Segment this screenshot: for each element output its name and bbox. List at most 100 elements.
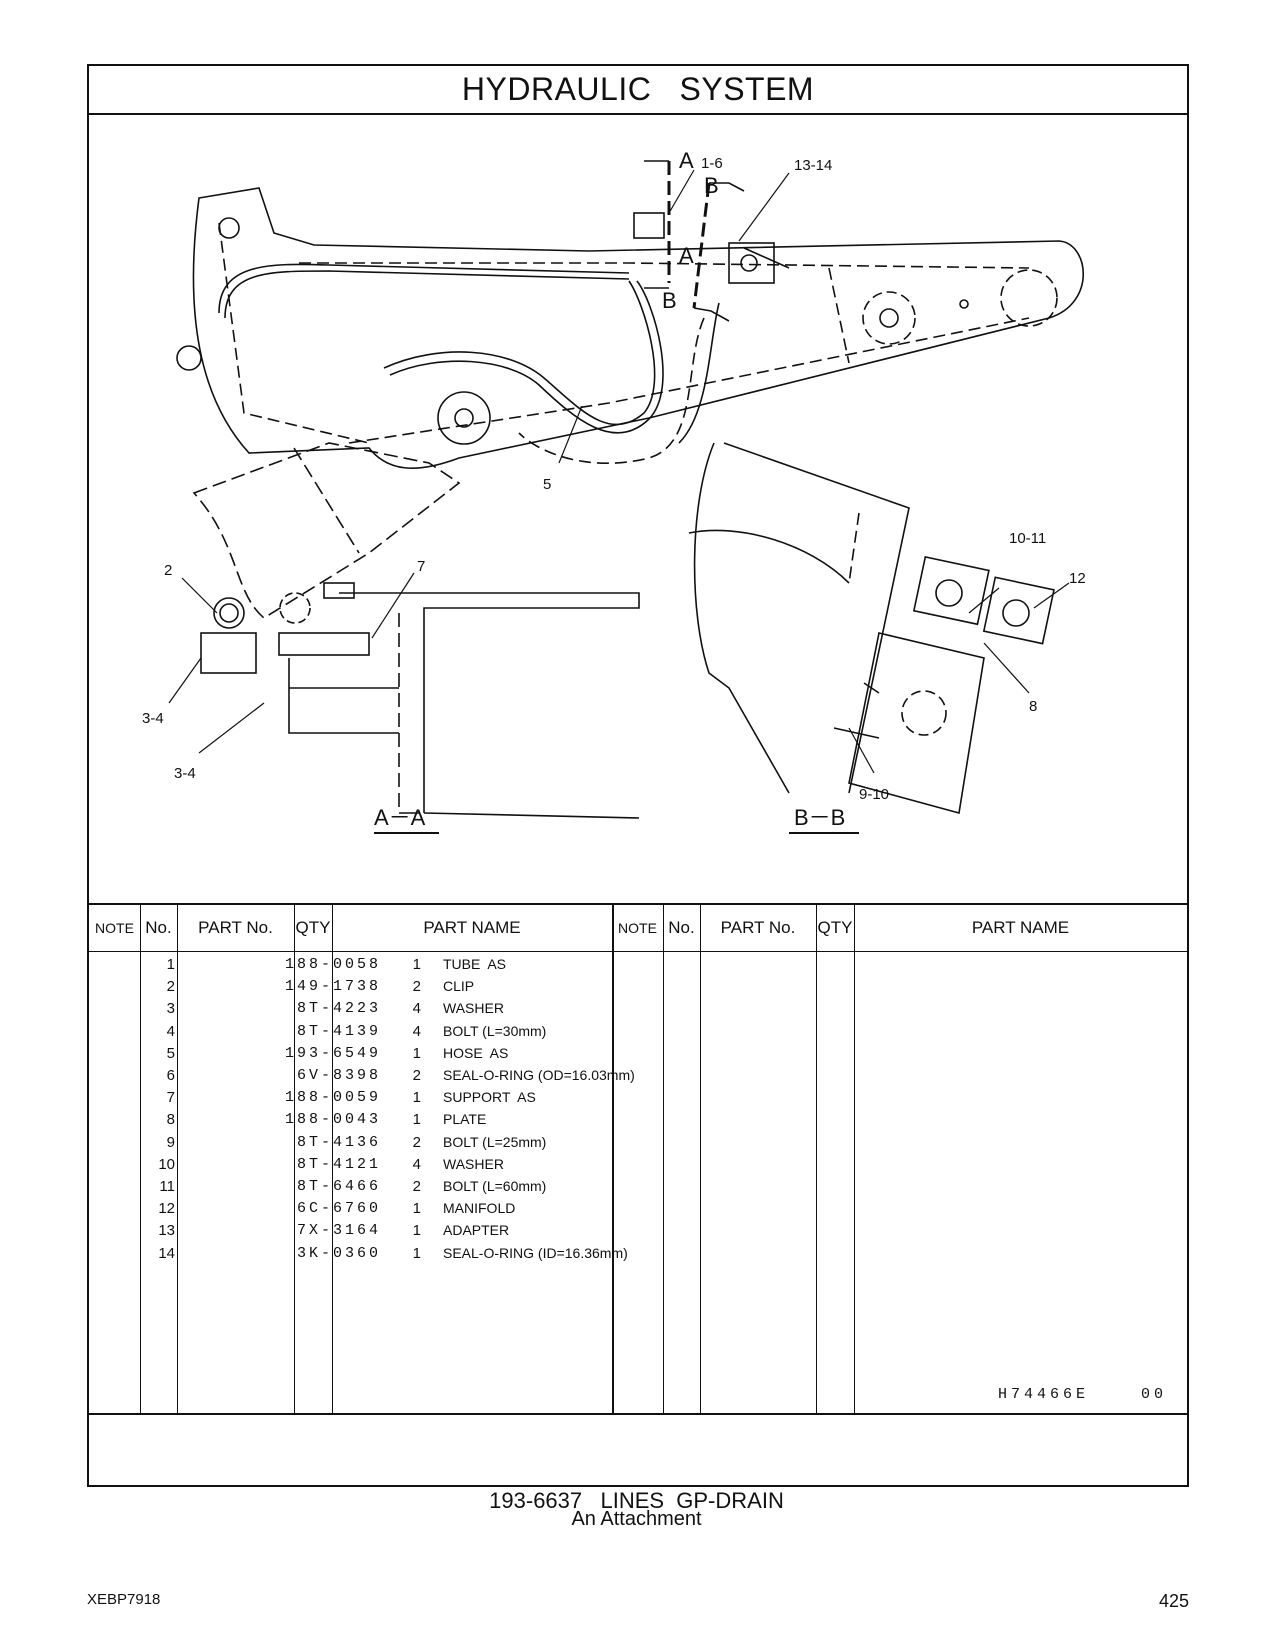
quantity: 1	[412, 1044, 421, 1062]
part-number: 8T-4223	[296, 1000, 381, 1018]
part-number: 188-0059	[284, 1089, 381, 1107]
quantity: 4	[412, 1155, 421, 1173]
item-number: 1	[166, 956, 175, 973]
section-marks: A A B B	[644, 148, 745, 322]
parts-drawing: A A B B	[89, 113, 1187, 903]
col-divider	[140, 905, 141, 1413]
item-number: 9	[166, 1133, 175, 1151]
quantity: 1	[412, 1200, 421, 1218]
part-name: PLATE	[443, 1111, 487, 1128]
item-number: 14	[158, 1244, 175, 1262]
item-number: 11	[159, 1178, 175, 1195]
mark-a-top: A	[679, 148, 694, 173]
part-number: 6C-6760	[296, 1200, 381, 1218]
header-part-no-right: PART No.	[720, 918, 796, 937]
part-name: BOLT (L=30mm)	[443, 1022, 547, 1039]
callout-2: 2	[164, 562, 172, 579]
header-part-name: PART NAME	[423, 918, 521, 937]
part-name: SEAL-O-RING (ID=16.36mm)	[443, 1244, 628, 1261]
header-no: No.	[145, 918, 172, 937]
section-b-b-title: B－B	[794, 805, 845, 830]
part-name: ADAPTER	[443, 1222, 510, 1239]
col-divider	[663, 905, 664, 1413]
callout-1-6: 1-6	[701, 155, 723, 172]
col-divider	[177, 905, 178, 1413]
section-title-bar: HYDRAULIC SYSTEM	[89, 66, 1187, 115]
page-number: 425	[1158, 1591, 1189, 1611]
header-qty-right: QTY	[817, 918, 853, 937]
header-divider	[89, 951, 1187, 952]
part-number: 188-0058	[284, 956, 381, 973]
col-divider	[700, 905, 701, 1413]
part-name: HOSE AS	[443, 1044, 509, 1061]
callout-8: 8	[1029, 698, 1037, 715]
col-divider	[854, 905, 855, 1413]
item-number: 2	[166, 978, 175, 996]
mark-b-bottom: B	[662, 288, 677, 313]
callout-labels: 1-6 13-14 5 2 7 3-4 3-4 10-11 12 8 9-10	[142, 155, 1086, 803]
manifold-sketch	[633, 212, 790, 284]
drawing-code: H74466E 00	[997, 1386, 1167, 1403]
callout-5: 5	[543, 476, 551, 493]
part-name: MANIFOLD	[443, 1200, 516, 1217]
drawing-svg: A A B B	[142, 148, 1086, 834]
part-number: 3K-0360	[296, 1244, 381, 1262]
item-number: 12	[158, 1200, 175, 1218]
section-title: HYDRAULIC SYSTEM	[461, 71, 815, 107]
quantity: 4	[412, 1000, 421, 1018]
part-number: 8T-4136	[296, 1133, 381, 1151]
callout-10-11: 10-11	[1009, 530, 1046, 547]
item-number: 3	[166, 1000, 175, 1018]
part-name: SUPPORT AS	[443, 1089, 536, 1106]
catalog-frame: HYDRAULIC SYSTEM	[87, 64, 1189, 1487]
table-row: 3 8T-4223 4 WASHER	[89, 997, 1187, 1020]
quantity: 2	[412, 1067, 421, 1084]
callout-12: 12	[1069, 570, 1086, 587]
section-a-a-sketch: A－A	[200, 582, 640, 834]
part-name: TUBE AS	[443, 956, 507, 972]
item-number: 4	[166, 1022, 175, 1040]
quantity: 2	[412, 978, 421, 996]
boom-outline	[176, 187, 1085, 619]
header-qty: QTY	[295, 918, 331, 937]
callout-leaders	[168, 169, 1070, 774]
part-number: 149-1738	[284, 978, 381, 996]
col-divider	[612, 905, 614, 1413]
table-row: 12 6C-6760 1 MANIFOLD	[89, 1197, 1187, 1220]
item-number: 13	[158, 1222, 175, 1240]
table-row: 1 188-0058 1 TUBE AS	[89, 953, 1187, 976]
quantity: 2	[412, 1133, 421, 1151]
col-divider	[332, 905, 333, 1413]
group-subtitle: An Attachment	[571, 1508, 702, 1530]
header-no-right: No.	[668, 918, 695, 937]
quantity: 2	[412, 1178, 421, 1195]
mark-b-top: B	[704, 173, 719, 198]
document-id: XEBP7918	[87, 1591, 161, 1608]
section-b-b-sketch: B－B	[688, 442, 1055, 834]
item-number: 8	[166, 1111, 175, 1129]
part-name: BOLT (L=60mm)	[443, 1178, 547, 1194]
col-divider	[816, 905, 817, 1413]
part-number: 6V-8398	[296, 1067, 381, 1084]
header-part-no: PART No.	[198, 918, 273, 937]
header-note-right: NOTE	[618, 920, 657, 936]
parts-table: NOTE No. PART No. QTY PART NAME NOTE No.…	[89, 903, 1187, 1415]
item-number: 7	[166, 1089, 175, 1107]
quantity: 1	[412, 1222, 421, 1240]
part-number: 193-6549	[284, 1044, 381, 1062]
section-a-a-title: A－A	[374, 805, 426, 830]
quantity: 1	[412, 956, 421, 973]
callout-9-10: 9-10	[859, 786, 889, 803]
part-name: WASHER	[443, 1000, 504, 1017]
header-note: NOTE	[95, 920, 134, 936]
callout-7: 7	[417, 558, 425, 575]
